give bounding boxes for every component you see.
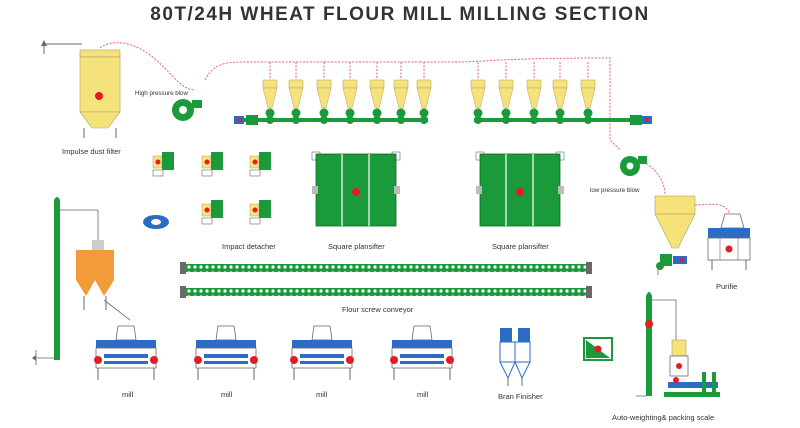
roller-mill	[390, 325, 454, 380]
label-purifie: Purifie	[716, 282, 738, 291]
roller-mill	[290, 325, 354, 380]
low-pressure-blower	[620, 156, 647, 176]
label-square-plansifter-2: Square plansifter	[492, 242, 549, 251]
label-bran-finisher: Bran Finisher	[498, 392, 543, 401]
impact-detacher	[201, 152, 223, 177]
cyclone-separator	[526, 79, 542, 124]
auto-packing-scale	[664, 339, 720, 397]
cyclone-separator	[342, 79, 358, 124]
cyclone-separator	[580, 79, 596, 124]
high-pressure-blower	[172, 99, 202, 121]
cyclone-separator	[288, 79, 304, 124]
flour-screw-conveyor-upper	[180, 262, 592, 274]
cyclone-separator	[393, 79, 409, 124]
pneumatic-pipe-network	[99, 42, 731, 216]
bran-finisher	[499, 328, 531, 386]
bucket-elevator-left	[32, 197, 99, 365]
roller-mill	[194, 325, 258, 380]
cyclone-separator	[470, 79, 486, 124]
mill-group	[94, 325, 454, 380]
rotary-valve-icon	[143, 215, 169, 229]
cyclone-separator	[262, 79, 278, 124]
orange-silo	[76, 240, 131, 321]
impact-detacher	[249, 152, 271, 177]
impulse-dust-filter	[41, 40, 121, 138]
label-high-pressure-blow: High pressure blow	[135, 90, 188, 97]
label-mill-3: mill	[316, 390, 328, 399]
page-title: 80T/24H WHEAT FLOUR MILL MILLING SECTION	[150, 4, 650, 25]
inspection-box	[583, 337, 613, 361]
cyclone-separator	[416, 79, 432, 124]
impact-detacher	[249, 200, 271, 225]
cyclone-separator	[498, 79, 514, 124]
square-plansifter-2	[475, 151, 565, 227]
cyclone-separator	[369, 79, 385, 124]
airlock-conveyor-left	[234, 115, 428, 125]
impact-detacher	[201, 200, 223, 225]
large-cyclone	[654, 195, 696, 275]
label-square-plansifter-1: Square plansifter	[328, 242, 385, 251]
purifier	[707, 213, 751, 270]
cyclone-separator	[316, 79, 332, 124]
roller-mill	[94, 325, 158, 380]
label-impact-detacher: Impact detacher	[222, 242, 276, 251]
impact-detacher	[152, 152, 174, 177]
bucket-elevator-right	[636, 292, 677, 397]
flour-screw-conveyor-lower	[180, 286, 592, 298]
label-auto-weighting-packing-scale: Auto-weighting& packing scale	[612, 413, 715, 422]
label-mill-4: mill	[417, 390, 429, 399]
square-plansifter-1	[311, 151, 401, 227]
airlock-conveyor-right	[474, 115, 652, 125]
label-mill-2: mill	[221, 390, 233, 399]
cyclone-group-left	[262, 79, 596, 124]
label-impulse-dust-filter: Impulse dust filter	[62, 147, 121, 156]
label-flour-screw-conveyor: Flour screw conveyor	[342, 305, 414, 314]
cyclone-separator	[552, 79, 568, 124]
label-mill-1: mill	[122, 390, 134, 399]
impact-detacher-group	[152, 152, 271, 225]
label-low-pressure-blow: low pressure blow	[590, 187, 640, 194]
